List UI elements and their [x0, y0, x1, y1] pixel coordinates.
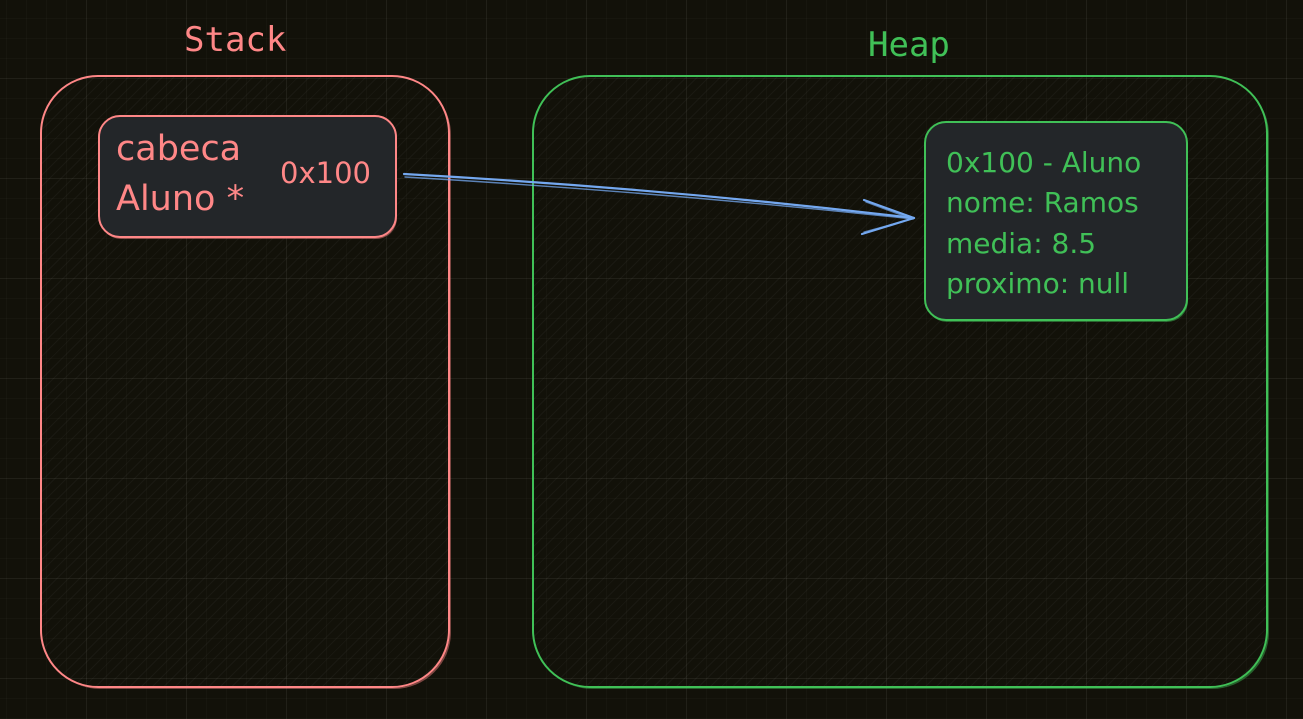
heap-field-proximo: proximo: null [946, 267, 1130, 300]
variable-type: Aluno * [116, 179, 245, 219]
stack-variable-box[interactable]: cabeca Aluno * 0x100 [98, 115, 397, 238]
heap-title: Heap [868, 25, 950, 65]
variable-value: 0x100 [280, 156, 371, 190]
heap-object-box[interactable]: 0x100 - Aluno nome: Ramos media: 8.5 pro… [924, 121, 1188, 321]
heap-field-media: media: 8.5 [946, 227, 1097, 260]
heap-object-header: 0x100 - Aluno [946, 146, 1142, 179]
variable-name: cabeca [116, 129, 242, 169]
stack-title: Stack [184, 20, 287, 60]
heap-field-nome: nome: Ramos [946, 186, 1139, 219]
